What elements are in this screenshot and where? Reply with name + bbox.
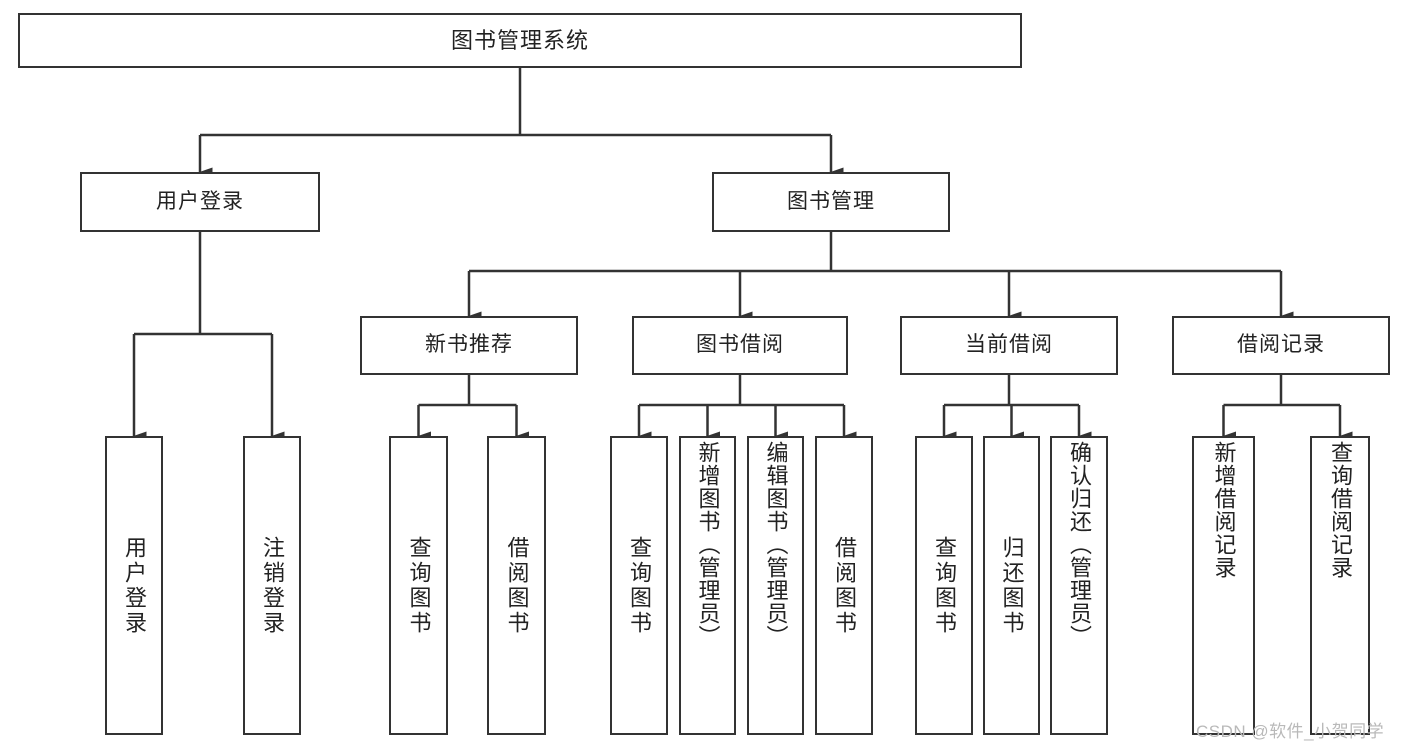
watermark-text: CSDN @软件_小贺同学 bbox=[1196, 722, 1385, 741]
node-leaf-bb-edit[interactable]: 编辑图书（管理员） bbox=[747, 436, 804, 735]
node-book-borrow[interactable]: 图书借阅 bbox=[632, 316, 848, 375]
node-label-leaf-br-query: 查询借阅记录 bbox=[1328, 441, 1353, 579]
node-leaf-cb-return[interactable]: 归还图书 bbox=[983, 436, 1040, 735]
node-leaf-user-login[interactable]: 用户登录 bbox=[105, 436, 163, 735]
node-user-login[interactable]: 用户登录 bbox=[80, 172, 320, 232]
node-current-borrow[interactable]: 当前借阅 bbox=[900, 316, 1118, 375]
node-label-leaf-rec-borrow: 借阅图书 bbox=[504, 535, 530, 636]
node-label-leaf-bb-edit: 编辑图书（管理员） bbox=[763, 441, 789, 648]
node-label-leaf-br-add: 新增借阅记录 bbox=[1211, 441, 1237, 579]
node-leaf-br-add[interactable]: 新增借阅记录 bbox=[1192, 436, 1255, 735]
node-label-leaf-cb-query: 查询图书 bbox=[932, 535, 957, 636]
node-label-leaf-bb-query: 查询图书 bbox=[627, 535, 652, 636]
edge-group bbox=[132, 68, 1353, 441]
node-label-borrow-record: 借阅记录 bbox=[1237, 333, 1325, 357]
node-borrow-record[interactable]: 借阅记录 bbox=[1172, 316, 1390, 375]
node-book-manage[interactable]: 图书管理 bbox=[712, 172, 950, 232]
node-leaf-logout[interactable]: 注销登录 bbox=[243, 436, 301, 735]
node-label-leaf-user-login: 用户登录 bbox=[122, 535, 147, 636]
node-label-leaf-bb-borrow: 借阅图书 bbox=[832, 535, 857, 636]
node-leaf-br-query[interactable]: 查询借阅记录 bbox=[1310, 436, 1370, 735]
node-label-current-borrow: 当前借阅 bbox=[965, 333, 1053, 357]
node-label-leaf-logout: 注销登录 bbox=[260, 535, 285, 636]
node-leaf-rec-borrow[interactable]: 借阅图书 bbox=[487, 436, 546, 735]
node-label-leaf-cb-confirm: 确认归还（管理员） bbox=[1067, 441, 1092, 648]
node-label-new-book-rec: 新书推荐 bbox=[425, 333, 513, 357]
node-label-leaf-bb-add: 新增图书（管理员） bbox=[695, 441, 721, 648]
node-leaf-cb-confirm[interactable]: 确认归还（管理员） bbox=[1050, 436, 1108, 735]
node-label-user-login: 用户登录 bbox=[156, 189, 244, 213]
node-leaf-cb-query[interactable]: 查询图书 bbox=[915, 436, 973, 735]
node-leaf-bb-add[interactable]: 新增图书（管理员） bbox=[679, 436, 736, 735]
node-leaf-rec-query[interactable]: 查询图书 bbox=[389, 436, 448, 735]
node-leaf-bb-borrow[interactable]: 借阅图书 bbox=[815, 436, 873, 735]
node-label-book-borrow: 图书借阅 bbox=[696, 333, 784, 357]
node-label-leaf-rec-query: 查询图书 bbox=[406, 535, 432, 636]
node-label-root: 图书管理系统 bbox=[450, 27, 589, 53]
node-root[interactable]: 图书管理系统 bbox=[18, 13, 1022, 68]
node-new-book-rec[interactable]: 新书推荐 bbox=[360, 316, 578, 375]
node-leaf-bb-query[interactable]: 查询图书 bbox=[610, 436, 668, 735]
node-label-book-manage: 图书管理 bbox=[787, 189, 875, 213]
node-label-leaf-cb-return: 归还图书 bbox=[999, 535, 1025, 636]
